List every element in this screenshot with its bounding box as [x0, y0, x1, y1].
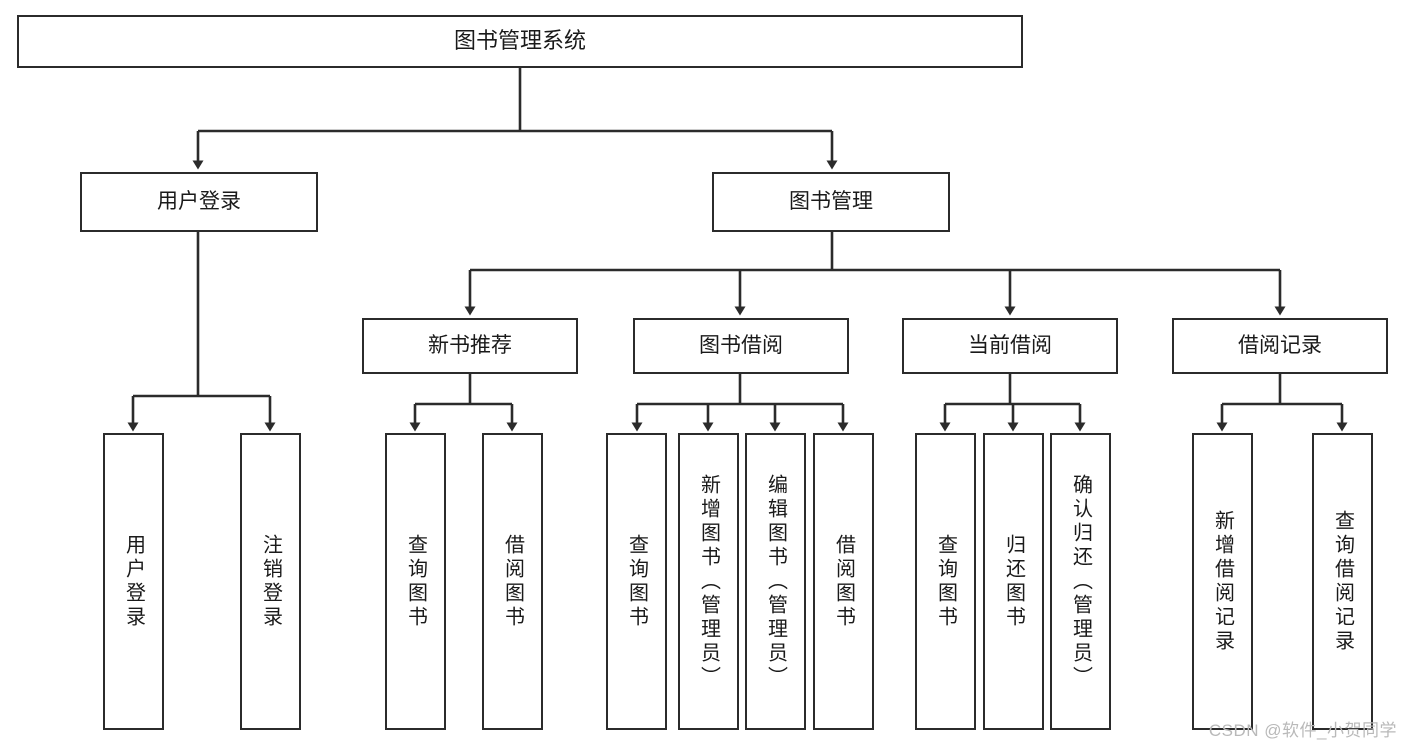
- node-label: 查询图书: [404, 533, 427, 630]
- node-label: 用户登录: [122, 533, 145, 630]
- node-leaf-query-book-1[interactable]: 查询图书: [385, 433, 446, 730]
- node-leaf-query-record[interactable]: 查询借阅记录: [1312, 433, 1373, 730]
- node-leaf-logout[interactable]: 注销登录: [240, 433, 301, 730]
- node-label: 图书借阅: [699, 334, 783, 358]
- watermark-text: CSDN @软件_小贺同学: [1208, 721, 1397, 740]
- node-leaf-borrow-book-2[interactable]: 借阅图书: [813, 433, 874, 730]
- node-label: 查询借阅记录: [1331, 509, 1354, 654]
- node-leaf-user-login[interactable]: 用户登录: [103, 433, 164, 730]
- node-label: 借阅记录: [1238, 334, 1322, 358]
- node-leaf-confirm-return[interactable]: 确认归还（管理员）: [1050, 433, 1111, 730]
- node-label: 查询图书: [625, 533, 648, 630]
- node-leaf-add-book[interactable]: 新增图书（管理员）: [678, 433, 739, 730]
- node-user-login[interactable]: 用户登录: [80, 172, 318, 232]
- node-leaf-return-book[interactable]: 归还图书: [983, 433, 1044, 730]
- node-leaf-borrow-book-1[interactable]: 借阅图书: [482, 433, 543, 730]
- node-label: 新增图书（管理员）: [697, 473, 720, 690]
- node-book-management[interactable]: 图书管理: [712, 172, 950, 232]
- node-leaf-add-record[interactable]: 新增借阅记录: [1192, 433, 1253, 730]
- node-label: 用户登录: [157, 190, 241, 214]
- node-label: 注销登录: [259, 533, 282, 630]
- node-borrow-record[interactable]: 借阅记录: [1172, 318, 1388, 374]
- node-label: 确认归还（管理员）: [1069, 473, 1092, 690]
- node-leaf-query-book-2[interactable]: 查询图书: [606, 433, 667, 730]
- node-leaf-edit-book[interactable]: 编辑图书（管理员）: [745, 433, 806, 730]
- node-root-system[interactable]: 图书管理系统: [17, 15, 1023, 68]
- node-label: 借阅图书: [501, 533, 524, 630]
- node-label: 借阅图书: [832, 533, 855, 630]
- node-label: 归还图书: [1002, 533, 1025, 630]
- node-label: 新增借阅记录: [1211, 509, 1234, 654]
- node-label: 图书管理系统: [453, 28, 586, 54]
- node-leaf-query-book-3[interactable]: 查询图书: [915, 433, 976, 730]
- node-label: 查询图书: [934, 533, 957, 630]
- node-label: 编辑图书（管理员）: [764, 473, 787, 690]
- node-book-borrow[interactable]: 图书借阅: [633, 318, 849, 374]
- node-label: 图书管理: [789, 190, 873, 214]
- node-label: 新书推荐: [428, 334, 512, 358]
- node-current-borrow[interactable]: 当前借阅: [902, 318, 1118, 374]
- node-new-book-recommend[interactable]: 新书推荐: [362, 318, 578, 374]
- node-label: 当前借阅: [968, 334, 1052, 358]
